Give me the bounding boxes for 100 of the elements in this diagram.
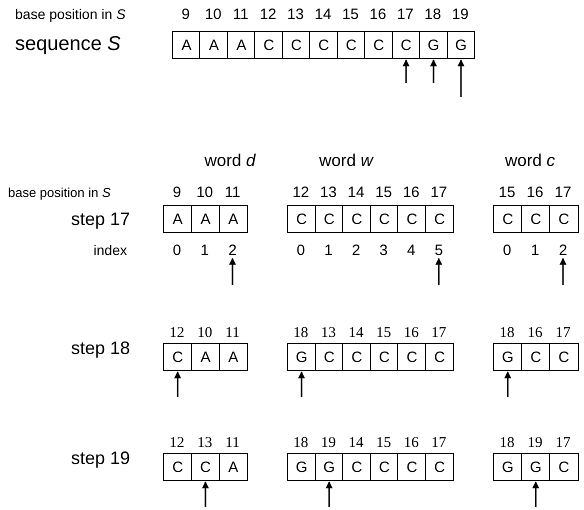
index-number: 0 bbox=[296, 242, 305, 258]
position-number: 17 bbox=[431, 436, 446, 450]
pointer-arrow bbox=[174, 371, 182, 397]
index-number: 0 bbox=[172, 242, 182, 258]
position-number: 13 bbox=[197, 436, 212, 450]
position-number: 15 bbox=[376, 436, 392, 450]
step-label: step 17 bbox=[70, 210, 130, 228]
index-number: 4 bbox=[407, 242, 416, 258]
position-number: 12 bbox=[169, 436, 184, 450]
index-number: 0 bbox=[502, 242, 512, 258]
position-number: 15 bbox=[375, 184, 392, 200]
base-cell: G bbox=[521, 453, 550, 481]
position-number: 14 bbox=[314, 6, 332, 22]
base-cell: C bbox=[336, 31, 366, 59]
position-number: 19 bbox=[320, 436, 336, 450]
position-number: 15 bbox=[376, 326, 392, 340]
base-cell: A bbox=[218, 453, 248, 481]
position-number: 19 bbox=[452, 6, 469, 22]
position-number: 9 bbox=[182, 6, 190, 22]
base-cell: C bbox=[314, 343, 344, 371]
index-number: 2 bbox=[558, 242, 568, 258]
step-label: step 18 bbox=[70, 339, 130, 357]
position-number: 16 bbox=[526, 184, 544, 200]
position-number: 17 bbox=[554, 184, 572, 200]
base-cell: C bbox=[397, 453, 426, 481]
index-number: 1 bbox=[324, 242, 333, 258]
position-number: 16 bbox=[528, 326, 542, 340]
base-cell: C bbox=[163, 343, 192, 371]
pointer-arrow bbox=[532, 481, 540, 507]
pointer-arrow bbox=[435, 258, 442, 285]
base-cell: C bbox=[549, 453, 578, 481]
position-number: 9 bbox=[172, 184, 182, 200]
index-number: 1 bbox=[530, 242, 540, 258]
index-number: 2 bbox=[228, 242, 237, 258]
position-number: 16 bbox=[404, 436, 419, 450]
position-number: 15 bbox=[342, 6, 359, 22]
base-cell: G bbox=[493, 453, 522, 481]
pointer-arrow bbox=[229, 258, 236, 285]
base-cell: C bbox=[254, 31, 284, 59]
index-number: 2 bbox=[352, 242, 360, 258]
base-cell: C bbox=[392, 31, 421, 59]
base-cell: C bbox=[397, 343, 426, 371]
base-cell: G bbox=[314, 453, 344, 481]
row-label: sequence S bbox=[15, 34, 121, 54]
column-heading: word c bbox=[504, 152, 556, 168]
base-cell: C bbox=[282, 31, 311, 59]
position-number: 18 bbox=[500, 326, 514, 340]
step-label: step 19 bbox=[70, 449, 130, 467]
base-cell: C bbox=[521, 205, 550, 233]
base-cell: C bbox=[364, 31, 394, 59]
base-cell: C bbox=[309, 31, 338, 59]
pointer-arrow bbox=[402, 59, 410, 83]
position-number: 14 bbox=[348, 184, 364, 200]
position-number: 13 bbox=[320, 184, 337, 200]
position-number: 18 bbox=[500, 436, 514, 450]
base-cell: A bbox=[226, 31, 256, 59]
position-number: 13 bbox=[320, 326, 336, 340]
position-number: 12 bbox=[169, 326, 184, 340]
position-number: 18 bbox=[293, 436, 308, 450]
position-number: 17 bbox=[396, 6, 414, 22]
position-number: 16 bbox=[404, 326, 419, 340]
base-cell: A bbox=[163, 205, 192, 233]
position-number: 18 bbox=[424, 6, 442, 22]
position-number: 12 bbox=[292, 184, 310, 200]
row-label: index bbox=[94, 243, 127, 257]
base-cell: C bbox=[190, 453, 220, 481]
pointer-arrow bbox=[457, 59, 464, 97]
pointer-arrow bbox=[202, 481, 209, 507]
base-cell: C bbox=[425, 343, 454, 371]
base-cell: A bbox=[172, 31, 201, 59]
base-cell: G bbox=[446, 31, 476, 59]
position-number: 13 bbox=[287, 6, 304, 22]
pointer-arrow bbox=[560, 258, 566, 285]
base-cell: C bbox=[425, 205, 454, 233]
base-cell: G bbox=[419, 31, 448, 59]
position-number: 16 bbox=[402, 184, 420, 200]
base-cell: C bbox=[370, 205, 399, 233]
base-cell: G bbox=[287, 453, 316, 481]
pointer-arrow bbox=[430, 59, 438, 83]
base-cell: A bbox=[199, 31, 228, 59]
row-label: base position in S bbox=[15, 7, 126, 21]
row-label: base position in S bbox=[8, 186, 111, 198]
pointer-arrow bbox=[298, 371, 306, 397]
position-number: 17 bbox=[431, 326, 446, 340]
base-cell: A bbox=[218, 205, 248, 233]
index-number: 5 bbox=[434, 242, 443, 258]
position-number: 15 bbox=[498, 184, 516, 200]
base-cell: C bbox=[493, 205, 522, 233]
position-number: 10 bbox=[196, 184, 214, 200]
base-cell: C bbox=[370, 343, 399, 371]
position-number: 11 bbox=[225, 436, 240, 450]
position-number: 16 bbox=[370, 6, 386, 22]
base-cell: C bbox=[314, 205, 344, 233]
position-number: 12 bbox=[260, 6, 276, 22]
position-number: 10 bbox=[204, 6, 222, 22]
base-cell: C bbox=[425, 453, 454, 481]
base-cell: C bbox=[342, 453, 372, 481]
position-number: 11 bbox=[224, 184, 240, 200]
base-cell: G bbox=[493, 343, 522, 371]
base-cell: C bbox=[342, 205, 372, 233]
